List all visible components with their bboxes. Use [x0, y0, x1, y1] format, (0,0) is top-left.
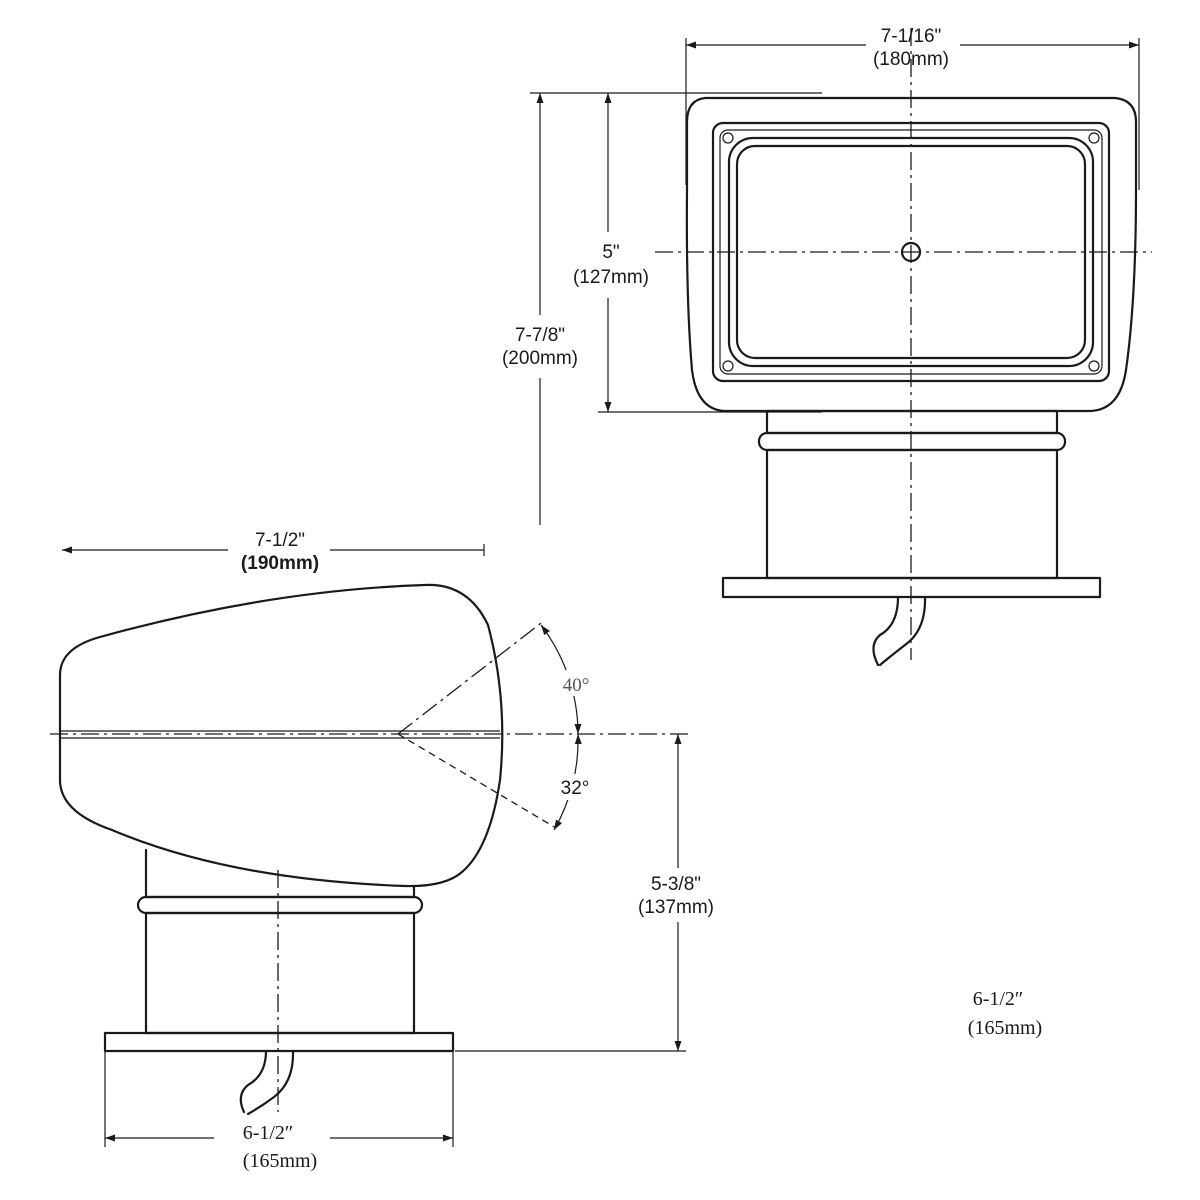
screw-icon [1088, 360, 1100, 372]
lens-height-mm-label: (127mm) [573, 267, 649, 288]
base-width-alt-inch-label: 6-1/2″ [973, 988, 1024, 1010]
front-head-housing [685, 96, 1138, 413]
side-head-housing [58, 583, 504, 888]
front-neck [765, 409, 1059, 435]
side-neck [144, 848, 416, 899]
front-cable [872, 595, 900, 667]
front-pedestal [765, 448, 1059, 580]
screw-icon [722, 360, 734, 372]
front-width-mm-label: (180mm) [873, 49, 949, 70]
front-dimensions: 7-1/16" (180mm) 5" (127mm) 7-7/8" (200mm… [502, 26, 1140, 525]
side-dimensions: 7-1/2" (190mm) 40° 32° 5-3/8" (137mm) 6-… [62, 530, 714, 1172]
head-height-mm-label: (200mm) [502, 348, 578, 369]
side-cable [239, 1049, 268, 1114]
side-length-inch-label: 7-1/2" [255, 530, 305, 551]
base-width-alt-mm-label: (165mm) [968, 1017, 1042, 1039]
tilt-down-angle-label: 32° [561, 778, 590, 799]
side-cable [246, 1049, 295, 1116]
lens-height-inch-label: 5" [602, 242, 619, 263]
front-cable [878, 595, 927, 667]
screw-icon [1088, 132, 1100, 144]
front-width-inch-label: 7-1/16" [881, 26, 942, 47]
side-gasket-ring [136, 895, 424, 915]
base-width-mm-label: (165mm) [243, 1150, 317, 1172]
overall-height-mm-label: (137mm) [638, 897, 714, 918]
side-pedestal [144, 911, 416, 1035]
screw-icon [722, 132, 734, 144]
base-width-note: 6-1/2″ (165mm) [968, 988, 1042, 1039]
tilt-up-angle-label: 40° [563, 675, 590, 696]
side-length-mm-label: (190mm) [241, 553, 319, 574]
front-view [655, 28, 1152, 667]
side-view [50, 583, 690, 1116]
base-width-inch-label: 6-1/2″ [243, 1122, 294, 1144]
front-gasket-ring [757, 431, 1067, 452]
head-height-inch-label: 7-7/8" [515, 325, 565, 346]
overall-height-inch-label: 5-3/8" [651, 874, 701, 895]
side-base-plate [103, 1031, 455, 1053]
